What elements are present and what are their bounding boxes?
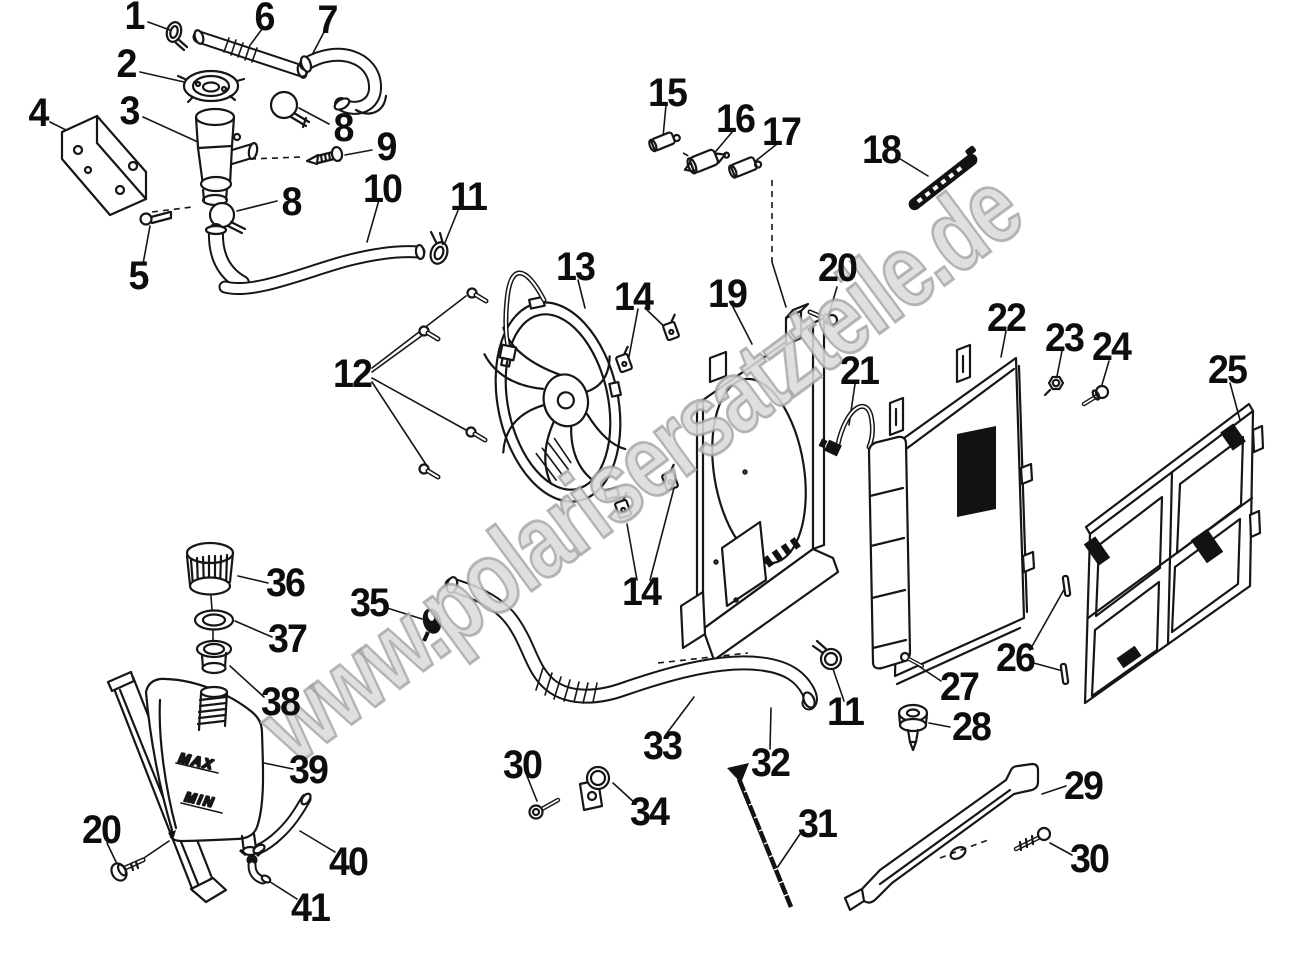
part-number-22-22: 22 <box>986 296 1027 340</box>
part-number-10-10: 10 <box>362 167 403 211</box>
part-number-23-23: 23 <box>1044 316 1085 360</box>
part-number-8-7: 8 <box>333 106 354 150</box>
elbow-fitting-41 <box>239 848 272 885</box>
filler-neck-3 <box>194 107 259 207</box>
part-number-3-2: 3 <box>119 89 140 133</box>
coolant-bottle-39: MAX MIN <box>144 677 265 857</box>
part-number-9-8: 9 <box>376 125 397 169</box>
part-number-31-32: 31 <box>797 802 838 846</box>
part-number-30-36: 30 <box>502 743 543 787</box>
part-number-7-6: 7 <box>317 0 338 42</box>
fitting-15 <box>648 131 681 153</box>
bolt-20b <box>110 857 146 882</box>
part-number-14-26: 14 <box>621 570 662 614</box>
part-number-6-5: 6 <box>254 0 275 39</box>
part-number-19-19: 19 <box>707 272 748 316</box>
clamp-1 <box>165 21 189 52</box>
hose-clamp-8b <box>208 201 247 235</box>
screw-9 <box>305 145 344 166</box>
clamp-11a <box>429 230 449 265</box>
part-number-21-21: 21 <box>839 349 880 393</box>
part-number-30-31: 30 <box>1069 837 1110 881</box>
part-number-16-16: 16 <box>715 97 756 141</box>
part-number-35-37: 35 <box>349 581 390 625</box>
fan-shroud-19 <box>679 302 840 662</box>
sensor-wire-21 <box>818 403 875 457</box>
hose-33 <box>444 576 818 711</box>
part-number-1-0: 1 <box>124 0 145 38</box>
part-number-15-15: 15 <box>647 71 688 115</box>
bolt-5 <box>139 210 173 226</box>
part-number-33-34: 33 <box>642 724 683 768</box>
cooling-fan-13 <box>483 270 627 503</box>
bracket-4 <box>60 114 148 217</box>
clips-14 <box>614 313 680 520</box>
clips-26 <box>1059 574 1072 686</box>
fitting-17 <box>728 156 763 179</box>
hose-clamp-8a <box>269 90 311 129</box>
part-number-14-14: 14 <box>613 275 654 319</box>
clamp-bracket-34 <box>578 765 611 812</box>
screw-20a <box>807 309 839 327</box>
part-number-4-3: 4 <box>28 91 49 135</box>
bushing-38 <box>195 639 233 675</box>
part-number-11-11: 11 <box>450 175 488 219</box>
part-number-40-42: 40 <box>328 840 369 884</box>
screw-27 <box>899 651 924 668</box>
part-number-5-4: 5 <box>128 254 149 298</box>
part-number-2-1: 2 <box>116 42 137 86</box>
part-number-34-35: 34 <box>629 790 670 834</box>
part-number-13-13: 13 <box>555 245 596 289</box>
grommet-28 <box>897 703 929 752</box>
screw-24 <box>1081 384 1110 407</box>
radiator-cap-2 <box>176 69 246 104</box>
bracket-29 <box>843 762 1040 912</box>
clamp-11b <box>811 639 843 671</box>
part-number-20-20: 20 <box>817 246 858 290</box>
part-number-37-39: 37 <box>267 617 308 661</box>
part-number-12-12: 12 <box>332 352 373 396</box>
part-number-32-33: 32 <box>750 741 791 785</box>
part-number-18-18: 18 <box>861 128 902 172</box>
radiator-22 <box>867 343 1036 686</box>
cap-36 <box>185 541 235 611</box>
part-number-26-27: 26 <box>995 636 1036 680</box>
part-number-36-38: 36 <box>265 561 306 605</box>
hose-7 <box>299 47 388 115</box>
hose-10 <box>218 243 426 295</box>
part-number-11-45: 11 <box>827 690 865 734</box>
part-number-28-29: 28 <box>951 705 992 749</box>
part-number-39-41: 39 <box>288 748 329 792</box>
part-number-25-25: 25 <box>1207 348 1248 392</box>
part-number-41-43: 41 <box>290 886 331 930</box>
bolt-30b <box>528 797 561 820</box>
part-number-17-17: 17 <box>761 110 802 154</box>
screw-30a <box>1013 826 1052 852</box>
clamp-35 <box>422 608 442 642</box>
part-number-24-24: 24 <box>1091 325 1132 369</box>
part-number-27-28: 27 <box>939 665 980 709</box>
washer-37 <box>193 609 235 641</box>
strip-18 <box>908 145 978 211</box>
hose-6 <box>192 29 309 79</box>
part-number-29-30: 29 <box>1063 764 1104 808</box>
fitting-16 <box>683 148 731 175</box>
part-number-20-44: 20 <box>81 808 122 852</box>
cable-tie-31 <box>727 763 794 908</box>
part-number-8-9: 8 <box>281 180 302 224</box>
part-number-38-40: 38 <box>260 680 301 724</box>
outlet-elbow <box>204 223 250 291</box>
nut-23 <box>1043 375 1065 397</box>
screen-25 <box>1083 402 1265 705</box>
fan-bolts-12 <box>418 287 489 480</box>
